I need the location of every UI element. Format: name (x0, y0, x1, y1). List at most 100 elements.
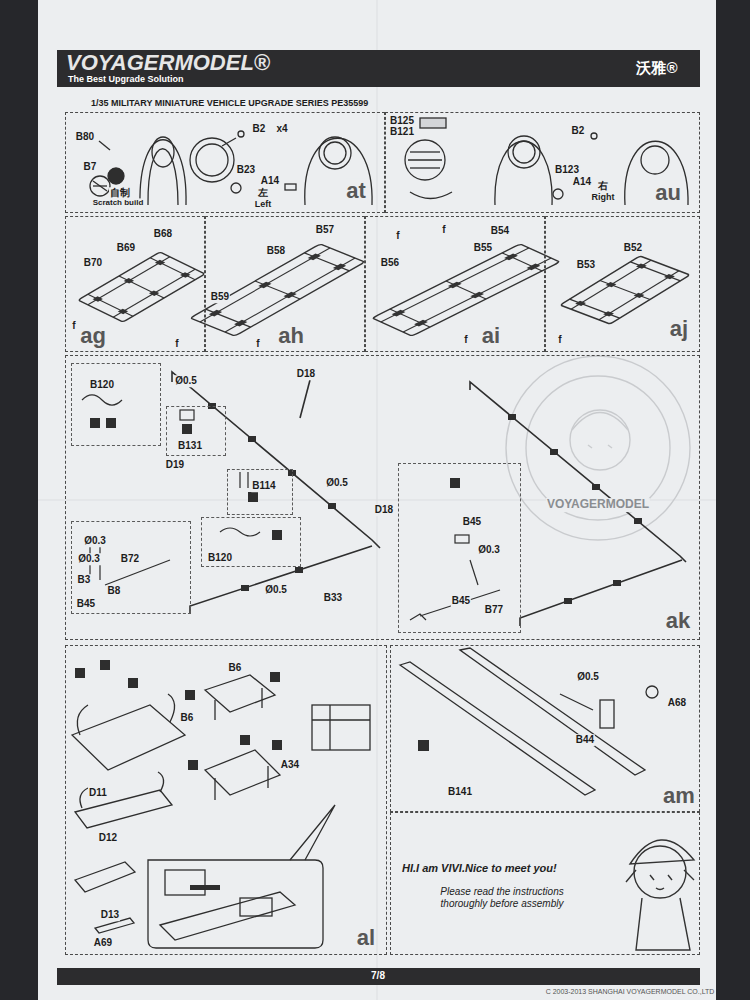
copyright-note: C 2003-2013 SHANGHAI VOYAGERMODEL CO.,LT… (545, 988, 716, 996)
part-number: 右 (597, 180, 609, 192)
part-number: B59 (210, 291, 230, 303)
part-number: f (557, 334, 562, 346)
part-number: B77 (484, 604, 504, 616)
part-number: B69 (116, 242, 136, 254)
step-panel: ag (65, 216, 205, 352)
greeting-text: HI.I am VIVI.Nice to meet you! (401, 862, 558, 875)
part-number: Right (591, 192, 616, 202)
step-letter: am (662, 783, 696, 808)
step-letter: ah (277, 323, 305, 348)
step-letter: aj (669, 316, 689, 341)
part-number: B58 (266, 245, 286, 257)
part-number: B131 (177, 440, 203, 452)
detail-inset: B114 (227, 469, 293, 515)
part-number: 自制 (109, 187, 131, 199)
part-number: B123 (554, 164, 580, 176)
part-number: Ø0.5 (174, 375, 198, 387)
part-number: B52 (623, 242, 643, 254)
part-number: B6 (180, 712, 195, 724)
part-number: Ø0.5 (264, 584, 288, 596)
part-number: B45 (451, 595, 471, 607)
part-number: D13 (100, 909, 120, 921)
step-letter: al (356, 925, 376, 950)
part-number: A14 (572, 176, 592, 188)
step-panel: au (385, 112, 700, 213)
part-number: A68 (667, 697, 687, 709)
part-number: B53 (576, 259, 596, 271)
part-number: A34 (280, 759, 300, 771)
brand-chinese: 沃雅® (635, 59, 678, 76)
part-number: f (395, 230, 400, 242)
part-number: Ø0.5 (325, 477, 349, 489)
part-number: A69 (93, 937, 113, 949)
part-number: B45 (76, 598, 96, 610)
part-number: B2 (571, 125, 586, 137)
part-number: f (441, 224, 446, 236)
detail-inset: B131 (166, 406, 226, 456)
part-number: B68 (153, 228, 173, 240)
step-letter: ak (665, 608, 691, 633)
part-number: B72 (120, 553, 140, 565)
part-number: B2 (252, 123, 267, 135)
part-number: 左 (257, 187, 269, 199)
part-number: x4 (275, 123, 288, 135)
step-letter: ag (79, 323, 107, 348)
part-number: B45 (462, 516, 482, 528)
part-number: A14 (260, 175, 280, 187)
part-number: B120 (89, 379, 115, 391)
part-number: B44 (575, 734, 595, 746)
part-number: B55 (473, 242, 493, 254)
step-letter: au (654, 180, 682, 205)
part-number: D11 (88, 787, 108, 799)
part-number: Ø0.3 (77, 553, 101, 565)
part-number: B80 (75, 131, 95, 143)
step-panel: aj (545, 216, 700, 352)
header-band: VOYAGERMODEL®The Best Upgrade Solution 沃雅… (57, 50, 700, 87)
part-number: B121 (389, 126, 415, 138)
step-letter: ai (481, 323, 501, 348)
part-number: B141 (447, 786, 473, 798)
part-number: D18 (374, 504, 394, 516)
part-number: B70 (83, 257, 103, 269)
part-number: f (174, 338, 179, 350)
step-letter: at (345, 178, 367, 203)
part-number: Ø0.3 (477, 544, 501, 556)
step-panel: ai (365, 216, 545, 352)
detail-inset: Ø0.3Ø0.3B72B3B8B45 (71, 521, 191, 614)
note-panel: HI.I am VIVI.Nice to meet you! Please rea… (390, 812, 700, 955)
footer-band: 7/8 (57, 968, 700, 985)
watermark: VOYAGERMODEL (546, 498, 650, 512)
part-number: B57 (315, 224, 335, 236)
part-number: B7 (83, 161, 98, 173)
detail-inset: B45Ø0.3B45B77 (398, 463, 521, 633)
part-number: D18 (296, 368, 316, 380)
part-number: B33 (323, 592, 343, 604)
part-number: B3 (77, 574, 92, 586)
part-number: Ø0.5 (576, 671, 600, 683)
brand-tagline: The Best Upgrade Solution (67, 74, 185, 84)
part-number: f (463, 334, 468, 346)
part-number: Scratch build (92, 198, 145, 207)
brand-name: VOYAGERMODEL® (65, 50, 271, 75)
series-title: 1/35 MILITARY MINIATURE VEHICLE UPGRADE … (90, 98, 369, 108)
step-panel: ah (205, 216, 365, 352)
detail-inset: B120 (201, 517, 301, 567)
part-number: D12 (98, 832, 118, 844)
part-number: f (255, 338, 260, 350)
part-number: Ø0.3 (83, 535, 107, 547)
part-number: f (71, 320, 76, 332)
part-number: D19 (165, 459, 185, 471)
part-number: B23 (236, 164, 256, 176)
part-number: Left (254, 199, 273, 209)
part-number: B120 (207, 552, 233, 564)
step-panel: am (390, 645, 700, 812)
part-number: B56 (380, 257, 400, 269)
part-number: B8 (107, 585, 122, 597)
page-number: 7/8 (370, 970, 386, 982)
note-text: Please read the instructions thoroughly … (416, 886, 588, 909)
part-number: B6 (228, 662, 243, 674)
detail-inset: B120 (71, 363, 161, 446)
part-number: B114 (251, 480, 276, 492)
part-number: B54 (490, 225, 510, 237)
